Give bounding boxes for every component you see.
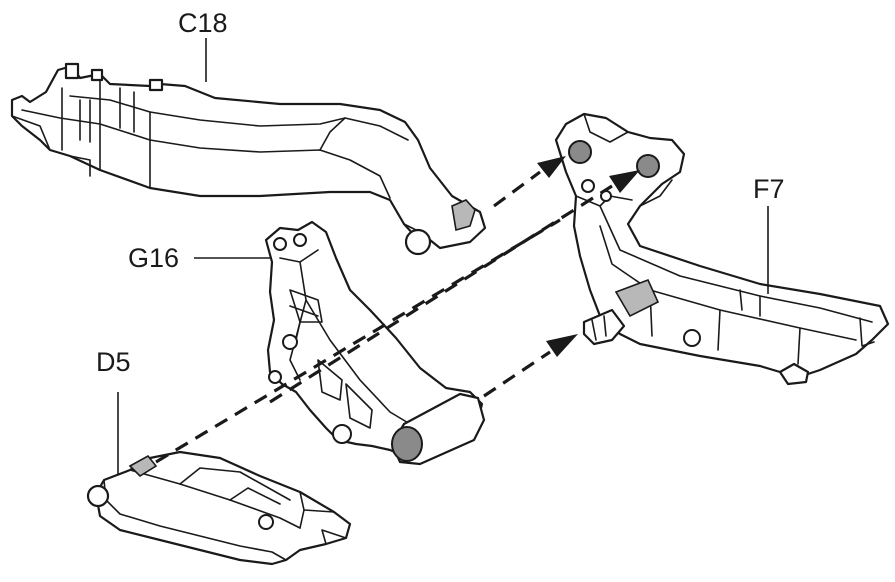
arrow-head-2 [609,170,640,193]
part-f7 [554,112,890,386]
arrow-c18-to-f7 [493,170,541,208]
label-g16: G16 [128,243,180,273]
part-g16 [264,220,486,466]
arrow-d5-to-f7 [155,218,561,464]
arrow-g16-pin-to-f7 [483,350,551,398]
leader-lines [117,38,769,474]
arrow-head-1 [537,156,566,178]
arrow-head-3 [546,334,578,357]
part-c18 [10,62,487,256]
label-f7: F7 [753,174,785,204]
label-c18: C18 [178,8,228,38]
part-d5 [86,450,352,566]
label-d5: D5 [96,347,131,377]
assembly-arrows [155,156,640,464]
